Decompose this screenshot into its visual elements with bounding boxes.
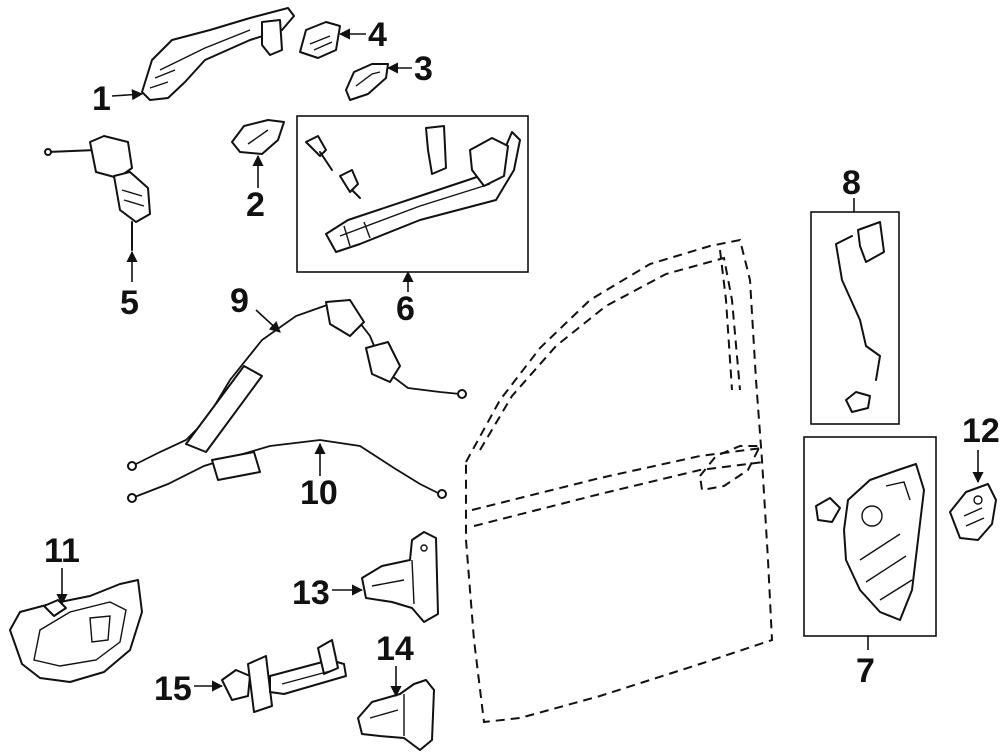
callout-6: 6 bbox=[396, 270, 415, 328]
callout-label-14: 14 bbox=[376, 630, 414, 668]
callout-label-3: 3 bbox=[414, 50, 433, 88]
callout-14: 14 bbox=[376, 630, 414, 698]
door-striker-part bbox=[949, 483, 997, 541]
callout-label-8: 8 bbox=[842, 164, 861, 202]
callout-5: 5 bbox=[120, 250, 139, 322]
callout-label-15: 15 bbox=[154, 670, 192, 708]
callout-12: 12 bbox=[962, 412, 1000, 484]
outside-handle-part bbox=[141, 7, 295, 101]
callout-label-5: 5 bbox=[120, 284, 139, 322]
upper-hinge-part bbox=[361, 531, 439, 623]
callout-7: 7 bbox=[856, 636, 875, 690]
callout-label-1: 1 bbox=[92, 80, 111, 118]
callout-label-12: 12 bbox=[962, 412, 1000, 450]
callout-2: 2 bbox=[246, 154, 265, 224]
callout-label-13: 13 bbox=[292, 574, 330, 612]
callout-10: 10 bbox=[300, 442, 338, 512]
part-8-box bbox=[810, 211, 900, 425]
handle-base-part bbox=[305, 125, 521, 253]
callout-13: 13 bbox=[292, 574, 364, 612]
door-latch-part bbox=[815, 463, 925, 621]
lock-cable-part bbox=[127, 439, 447, 503]
callout-label-9: 9 bbox=[230, 282, 249, 320]
callout-label-6: 6 bbox=[396, 290, 415, 328]
callout-label-4: 4 bbox=[368, 16, 387, 54]
front-door-outline bbox=[465, 238, 774, 724]
part-7-box bbox=[803, 436, 937, 637]
callout-label-10: 10 bbox=[300, 474, 338, 512]
callout-label-2: 2 bbox=[246, 186, 265, 224]
callout-label-7: 7 bbox=[856, 652, 875, 690]
inner-cable-part bbox=[127, 299, 467, 471]
callout-15: 15 bbox=[154, 670, 224, 708]
key-cylinder-part bbox=[44, 135, 151, 251]
lock-rod-part bbox=[835, 221, 885, 413]
handle-cover-part bbox=[231, 119, 285, 155]
door-checker-part bbox=[221, 639, 347, 713]
handle-gasket-part bbox=[345, 63, 389, 101]
callout-4: 4 bbox=[338, 16, 387, 54]
callout-9: 9 bbox=[230, 282, 281, 333]
callout-8: 8 bbox=[842, 164, 861, 212]
handle-clip-part bbox=[299, 21, 341, 59]
inside-handle-part bbox=[9, 579, 143, 683]
callout-3: 3 bbox=[386, 50, 433, 88]
callout-1: 1 bbox=[92, 80, 144, 118]
callout-11: 11 bbox=[44, 532, 80, 606]
callout-label-11: 11 bbox=[44, 532, 80, 570]
